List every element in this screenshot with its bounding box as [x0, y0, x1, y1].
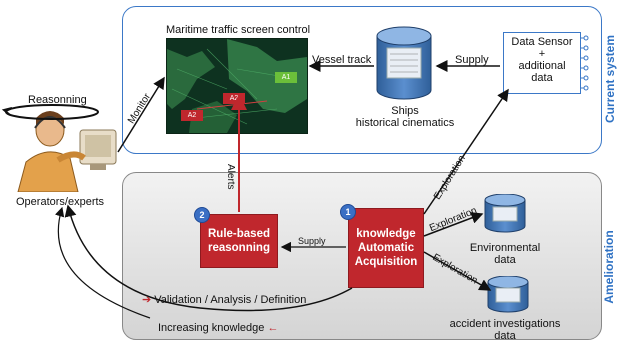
- ships-database-icon: [376, 26, 432, 100]
- environmental-database-icon: [484, 194, 526, 233]
- increasing-label: Increasing knowledge: [158, 322, 265, 334]
- sensor-connectors: [580, 35, 589, 91]
- validation-row: ➔ Validation / Analysis / Definition: [142, 293, 306, 306]
- top-supply-label: Supply: [455, 54, 489, 66]
- knowledge-box-line-2: Automatic: [357, 242, 415, 254]
- rule-box-line-1: Rule-based: [208, 228, 270, 240]
- alerts-label: Alerts: [225, 164, 236, 190]
- rule-box-number: 2: [194, 207, 210, 223]
- monitor-arrow: [117, 76, 165, 153]
- sensor-line-2: +: [538, 48, 546, 60]
- ships-db-label-1: Ships: [391, 105, 419, 117]
- accident-db-label-1: accident investigations: [449, 318, 561, 330]
- rule-based-reasoning-box: Rule-based reasonning: [200, 214, 278, 268]
- traffic-map-screen: A2 A2 A1: [166, 38, 308, 134]
- inner-supply-label: Supply: [298, 236, 326, 246]
- sensor-line-1: Data Sensor: [511, 36, 573, 48]
- knowledge-box-line-1: knowledge: [356, 228, 416, 240]
- increasing-arrow-icon: ←: [264, 322, 279, 334]
- sensor-line-3: additional: [518, 60, 566, 72]
- exploration-arrow-accident: [423, 251, 492, 291]
- reasoning-loop: [5, 104, 99, 120]
- accident-db-label-2: data: [494, 330, 516, 342]
- validation-arrow-icon: ➔: [142, 294, 155, 306]
- validation-feedback-arrow: [64, 204, 353, 312]
- validation-label: Validation / Analysis / Definition: [154, 294, 307, 306]
- data-sensor-box: Data Sensor + additional data: [503, 32, 581, 94]
- sensor-line-4: data: [531, 72, 553, 84]
- knowledge-box-number: 1: [340, 204, 356, 220]
- rule-box-line-2: reasonning: [208, 242, 270, 254]
- knowledge-acquisition-box: knowledge Automatic Acquisition: [348, 208, 424, 288]
- knowledge-box-line-3: Acquisition: [354, 256, 418, 268]
- vessel-track-label: Vessel track: [312, 54, 372, 66]
- exploration-arrow-env: [423, 212, 484, 237]
- exploration-arrow-sensor: [423, 88, 509, 215]
- env-db-label-2: data: [494, 254, 516, 266]
- reasoning-label: Reasonning: [28, 94, 87, 106]
- operator-expert-icon: [17, 111, 117, 192]
- env-db-label-1: Environmental: [469, 242, 541, 254]
- map-tag-a2-left: A2: [181, 110, 203, 121]
- ships-db-label-2: historical cinematics: [355, 117, 455, 129]
- screen-title: Maritime traffic screen control: [166, 24, 311, 36]
- increasing-row: Increasing knowledge ←: [158, 322, 278, 334]
- operators-label: Operators/experts: [16, 196, 105, 208]
- increasing-knowledge-curve: [54, 206, 151, 319]
- map-tag-a1: A1: [275, 72, 297, 83]
